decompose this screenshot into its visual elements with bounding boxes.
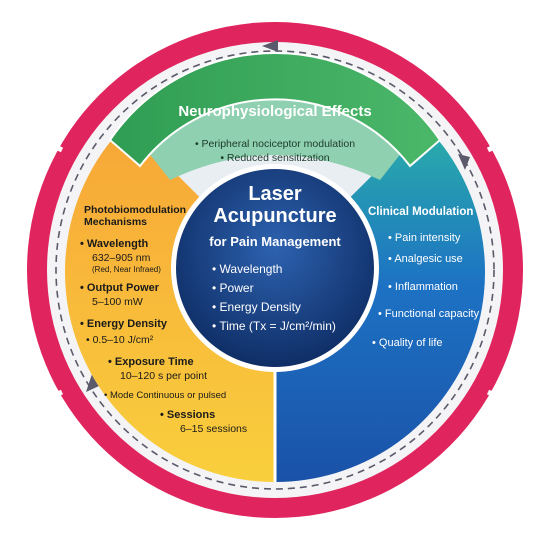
- photo-param-value: 5–100 mW: [92, 296, 143, 308]
- clinical-outcomes-title: Clinical Outcomes: [197, 0, 353, 12]
- dashed-flow-circle: [55, 50, 495, 490]
- neuro-title: Neurophysiological Effects: [178, 103, 372, 120]
- clinical-modulation-item: Inflammation: [388, 281, 458, 293]
- center-item: Time (Tx = J/cm²/min): [212, 319, 336, 333]
- neuro-item: Peripheral nociceptor modulation: [185, 138, 365, 150]
- clinical-modulation-item: Quality of life: [372, 337, 443, 349]
- center-item: Wavelength: [212, 262, 283, 276]
- center-title-line2: Acupuncture: [213, 205, 337, 227]
- photo-title-line2: Mechanisms: [84, 216, 148, 228]
- photo-param-label: Sessions: [160, 409, 215, 421]
- photo-param-label: Wavelength: [80, 238, 148, 250]
- photo-param-value: 632–905 nm: [92, 252, 151, 264]
- photo-param-value: 10–120 s per point: [120, 370, 207, 382]
- center-title-line1: Laser: [248, 183, 302, 205]
- neuro-band: [108, 52, 442, 168]
- photo-title-line1: Photobiomodulation: [84, 204, 187, 216]
- photo-param-label: Output Power: [80, 282, 159, 294]
- clinical-modulation-item: Analgesic use: [388, 253, 463, 265]
- photo-param-label: Exposure Time: [108, 356, 194, 368]
- photo-param-value: 6–15 sessions: [180, 423, 248, 435]
- clinical-modulation-panel: [275, 124, 486, 483]
- clinical-modulation-item: Functional capacity: [378, 308, 479, 320]
- photo-param-label: Mode Continuous or pulsed: [104, 390, 226, 401]
- center-item: Power: [212, 281, 254, 295]
- photo-param-note: (Red, Near Infraed): [92, 265, 161, 274]
- neuro-item: Reduced sensitization: [200, 152, 350, 164]
- center-item: Energy Density: [212, 300, 301, 314]
- clinical-modulation-title: Clinical Modulation: [368, 206, 474, 218]
- center-subtitle: for Pain Management: [209, 234, 341, 249]
- outer-ring-separators: [26, 130, 524, 411]
- photo-param-label: Energy Density: [80, 318, 167, 330]
- photo-param-value: 0.5–10 J/cm²: [86, 334, 154, 346]
- clinical-modulation-item: Pain intensity: [388, 232, 460, 244]
